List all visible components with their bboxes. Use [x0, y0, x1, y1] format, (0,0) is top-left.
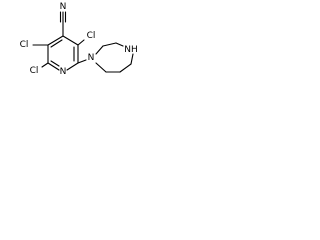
bond-dz-2 [102, 42, 117, 47]
atom-label-nitrile-n: N [60, 2, 67, 12]
atom-label-cl-top: Cl [87, 31, 96, 41]
bond-c5-c4 [62, 35, 79, 46]
substituent-bonds [32, 39, 87, 68]
atom-label-ring-n: N [60, 67, 67, 77]
bond-dz-4 [130, 53, 134, 65]
bond-c2-n1 [47, 62, 60, 71]
nitrile-group [59, 11, 67, 37]
bond-c5-cl [77, 39, 85, 46]
bond-dz-7 [95, 62, 107, 73]
chemical-structure: N Cl Cl Cl N N NH [20, 2, 138, 77]
bond-c6-n [77, 59, 87, 64]
atom-label-cl-bottom: Cl [30, 66, 39, 76]
atom-label-diazepane-nh: NH [124, 45, 138, 55]
atom-label-diazepane-n: N [88, 53, 95, 63]
bond-dz-5 [119, 63, 132, 73]
diazepane-ring [95, 42, 134, 73]
bond-c4-c3-inner [50, 39, 63, 48]
pyridine-ring [47, 35, 79, 71]
atom-label-cl-left: Cl [20, 40, 29, 50]
bond-c2-cl [41, 62, 49, 68]
bond-n1-c6 [66, 62, 79, 71]
bond-c4-c3 [47, 35, 64, 46]
bond-c2-n1-inner [50, 60, 60, 67]
bond-dz-1 [95, 45, 104, 55]
bond-dz-3 [115, 42, 124, 47]
